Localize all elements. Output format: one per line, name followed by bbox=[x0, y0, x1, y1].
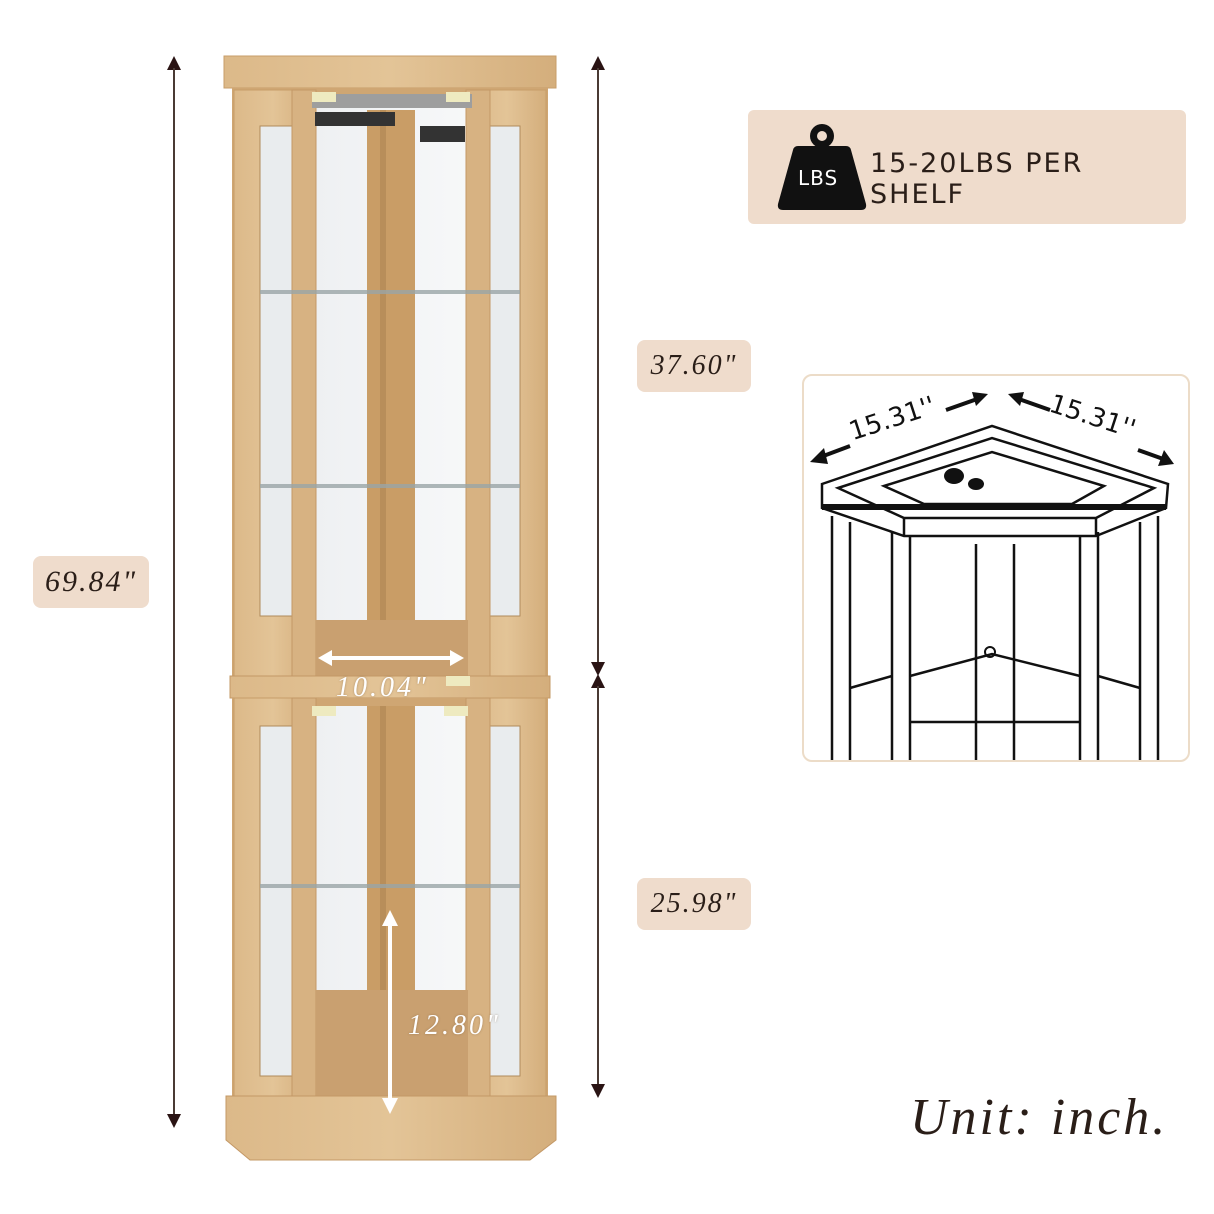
total-height-arrow-top bbox=[167, 56, 181, 70]
inner-width-label: 10.04" bbox=[336, 672, 429, 703]
total-height-line bbox=[173, 68, 175, 1114]
total-height-label: 69.84" bbox=[33, 556, 149, 608]
weight-capacity-text: 15-20LBS PER SHELF bbox=[870, 148, 1084, 210]
unit-note: Unit: inch. bbox=[910, 1089, 1169, 1146]
lower-height-line bbox=[597, 686, 599, 1086]
weight-icon bbox=[777, 124, 867, 210]
lower-height-arrow-bottom bbox=[591, 1084, 605, 1098]
upper-height-arrow-top bbox=[591, 56, 605, 70]
upper-height-arrow-bottom bbox=[591, 662, 605, 676]
lower-height-arrow-top bbox=[591, 674, 605, 688]
weight-capacity-badge: LBS 15-20LBS PER SHELF bbox=[748, 110, 1186, 224]
cabinet-illustration bbox=[223, 55, 557, 1161]
lower-clearance-label: 12.80" bbox=[408, 1010, 501, 1041]
corner-cabinet-line-drawing bbox=[810, 392, 1174, 760]
upper-height-label: 37.60" bbox=[637, 340, 751, 392]
weight-icon-label: LBS bbox=[798, 166, 839, 190]
lower-height-label: 25.98" bbox=[637, 878, 751, 930]
total-height-arrow-bottom bbox=[167, 1114, 181, 1128]
upper-height-line bbox=[597, 68, 599, 664]
top-view-diagram: 15.31'' 15.31'' bbox=[802, 374, 1190, 762]
